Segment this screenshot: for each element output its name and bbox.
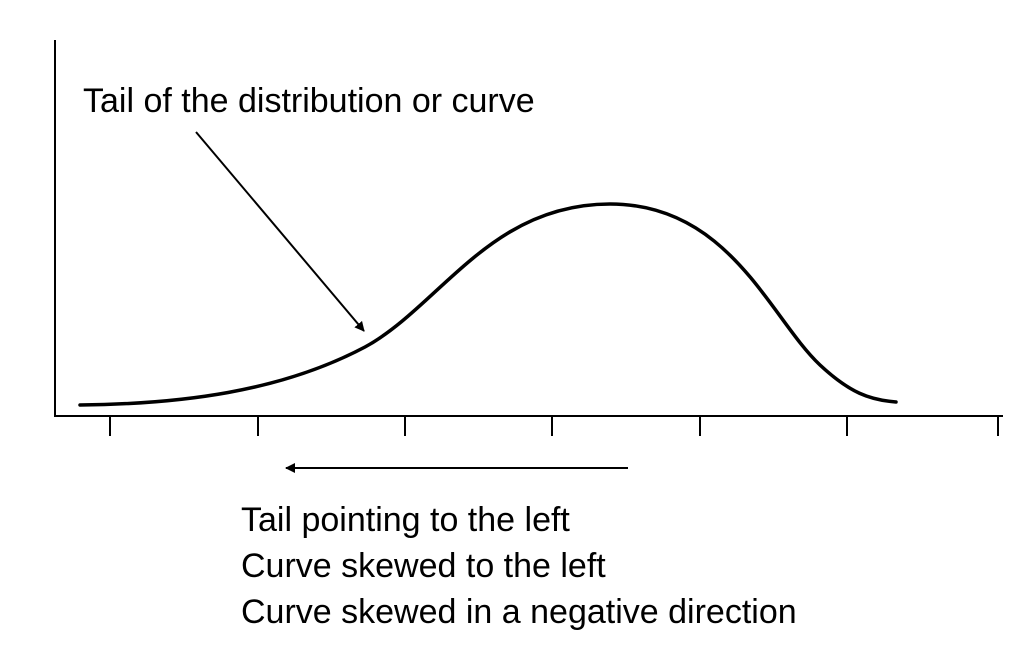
caption-line-2: Curve skewed to the left xyxy=(241,547,606,585)
x-axis-ticks xyxy=(109,416,999,436)
caption-line-3: Curve skewed in a negative direction xyxy=(241,593,797,631)
distribution-curve xyxy=(78,202,898,407)
caption-line-1: Tail pointing to the left xyxy=(241,501,570,539)
tail-pointer-arrow xyxy=(195,131,365,332)
tail-label: Tail of the distribution or curve xyxy=(83,82,535,120)
